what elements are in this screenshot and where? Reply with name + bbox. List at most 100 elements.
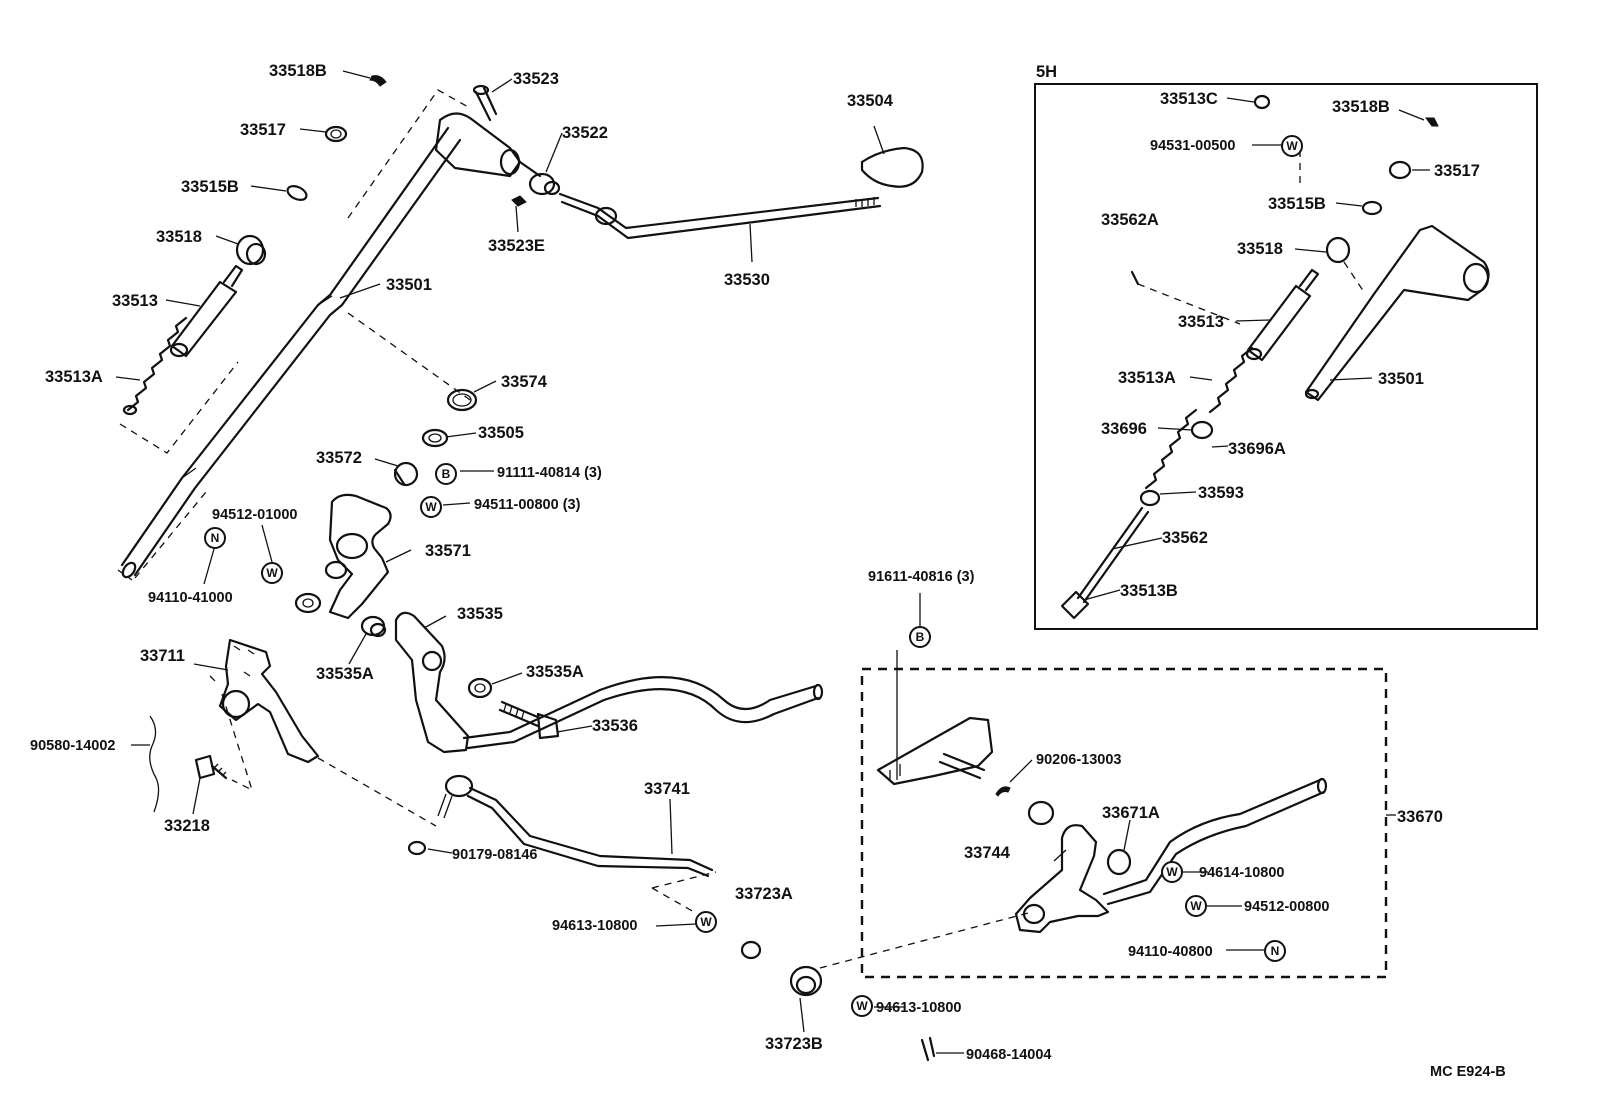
washer-symbol: W — [261, 562, 283, 584]
label-33562A: 33562A — [1101, 211, 1159, 229]
bushing-33535A-2 — [467, 677, 493, 699]
label-33518B-inset: 33518B — [1332, 98, 1390, 116]
label-90468-14004: 90468-14004 — [966, 1047, 1051, 1063]
pin-33523 — [472, 84, 498, 122]
label-33515B: 33515B — [181, 178, 239, 196]
brace-90580 — [149, 715, 160, 813]
label-33513B: 33513B — [1120, 582, 1178, 600]
label-33696: 33696 — [1101, 420, 1147, 438]
label-94512-00800: 94512-00800 — [1244, 899, 1329, 915]
clip-33723A — [740, 940, 762, 960]
leader-lines — [115, 70, 1430, 1054]
shift-rod — [462, 676, 818, 740]
inset-5h-frame — [1034, 83, 1538, 630]
svg-text:W: W — [700, 915, 712, 929]
bolt-symbol: B — [435, 463, 457, 485]
seat-33505 — [421, 428, 449, 448]
svg-text:B: B — [442, 467, 451, 481]
label-33518B: 33518B — [269, 62, 327, 80]
label-33670: 33670 — [1397, 808, 1443, 826]
svg-text:B: B — [916, 630, 925, 644]
svg-text:N: N — [211, 531, 220, 545]
label-33518: 33518 — [156, 228, 202, 246]
label-94614-10800: 94614-10800 — [1199, 865, 1284, 881]
rod-33562 — [1076, 506, 1150, 604]
spring-33513A — [122, 316, 188, 416]
bushing-33744a — [1027, 800, 1055, 826]
ring-33593 — [1139, 489, 1161, 507]
label-33517-inset: 33517 — [1434, 162, 1480, 180]
clip-33518B — [369, 75, 387, 87]
label-33574: 33574 — [501, 373, 548, 391]
rod-33530 — [558, 192, 882, 240]
label-33523E: 33523E — [488, 237, 545, 255]
lever-33744 — [1014, 824, 1110, 934]
label-33562: 33562 — [1162, 529, 1208, 547]
label-91611-40816: 91611-40816 (3) — [868, 569, 975, 585]
spring-33513A-inset — [1208, 346, 1254, 414]
label-94531-00500: 94531-00500 — [1150, 138, 1235, 154]
label-33513C: 33513C — [1160, 90, 1218, 108]
shift-lever-33501 — [120, 112, 522, 579]
bushing-33517 — [324, 125, 348, 143]
label-33535A-2: 33535A — [526, 663, 584, 681]
housing-33571 — [324, 493, 392, 620]
washer-94512-01000 — [294, 592, 322, 614]
label-33218: 33218 — [164, 817, 210, 835]
label-94613-10800-a: 94613-10800 — [552, 918, 637, 934]
bushing-33518-inset — [1325, 236, 1351, 264]
drawing-code: MC E924-B — [1430, 1064, 1506, 1080]
spring-33696A — [1144, 408, 1198, 490]
label-33536: 33536 — [592, 717, 638, 735]
bushing-33518 — [235, 234, 267, 266]
label-33535A-1: 33535A — [316, 665, 374, 683]
label-33696A: 33696A — [1228, 440, 1286, 458]
clip-33523E — [511, 195, 527, 207]
label-33723B: 33723B — [765, 1035, 823, 1053]
ring-33696 — [1190, 420, 1214, 440]
label-94110-40800: 94110-40800 — [1128, 944, 1213, 960]
svg-text:W: W — [266, 566, 278, 580]
assembly-box-33670 — [860, 667, 1388, 979]
lever-33535 — [394, 611, 470, 754]
joint-33522 — [518, 160, 561, 196]
svg-text:W: W — [425, 500, 437, 514]
svg-text:N: N — [1271, 944, 1280, 958]
label-91111-40814: 91111-40814 (3) — [497, 465, 602, 481]
label-33501-inset: 33501 — [1378, 370, 1424, 388]
label-33515B-inset: 33515B — [1268, 195, 1326, 213]
washer-symbol: W — [1185, 895, 1207, 917]
label-90580-14002: 90580-14002 — [30, 738, 115, 754]
bolt-symbol: B — [909, 626, 931, 648]
washer-symbol: W — [695, 911, 717, 933]
washer-symbol: W — [851, 995, 873, 1017]
label-33523: 33523 — [513, 70, 559, 88]
label-33517: 33517 — [240, 121, 286, 139]
rod-33741 — [437, 774, 714, 878]
bushing-33723B — [789, 965, 823, 997]
rod-33670 — [1102, 778, 1322, 896]
label-33572: 33572 — [316, 449, 362, 467]
bushing-33517-inset — [1388, 160, 1412, 180]
label-33571: 33571 — [425, 542, 471, 560]
bushing-33535A-1 — [360, 615, 387, 638]
label-33535: 33535 — [457, 605, 503, 623]
nut-symbol: N — [1264, 940, 1286, 962]
label-33513A-inset: 33513A — [1118, 369, 1176, 387]
plunger-33513-inset — [1245, 268, 1320, 362]
cap-33513B — [1060, 590, 1090, 620]
svg-text:W: W — [856, 999, 868, 1013]
plunger-33513 — [169, 264, 244, 358]
label-33522: 33522 — [562, 124, 608, 142]
boot-33574 — [446, 388, 478, 412]
bracket-dash — [347, 89, 471, 219]
washer-symbol: W — [1281, 135, 1303, 157]
label-33741: 33741 — [644, 780, 690, 798]
bracket-33711 — [218, 638, 320, 764]
clip-33513C — [1253, 94, 1271, 110]
washer-symbol: W — [1161, 861, 1183, 883]
label-33593: 33593 — [1198, 484, 1244, 502]
label-90206-13003: 90206-13003 — [1036, 752, 1121, 768]
label-33711: 33711 — [140, 647, 185, 665]
